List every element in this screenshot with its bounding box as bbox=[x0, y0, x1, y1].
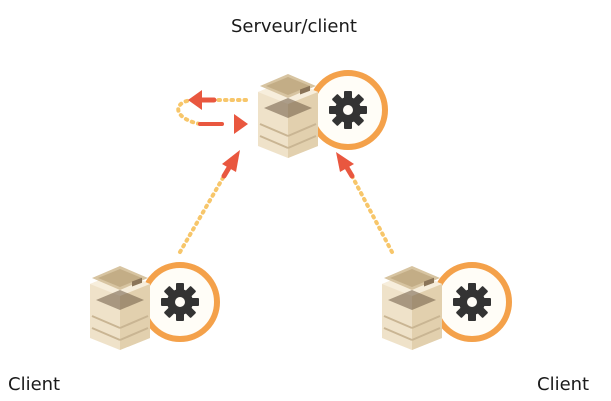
arrow-client-left-to-server bbox=[178, 150, 240, 254]
server-device bbox=[258, 73, 385, 158]
client-right-device bbox=[382, 265, 509, 350]
client-left-label: Client bbox=[8, 374, 61, 395]
client-right-label: Client bbox=[537, 374, 590, 395]
client-left-device bbox=[90, 265, 217, 350]
self-sync-arrows bbox=[176, 90, 248, 134]
server-label: Serveur/client bbox=[231, 16, 357, 37]
arrow-client-right-to-server bbox=[336, 152, 394, 254]
